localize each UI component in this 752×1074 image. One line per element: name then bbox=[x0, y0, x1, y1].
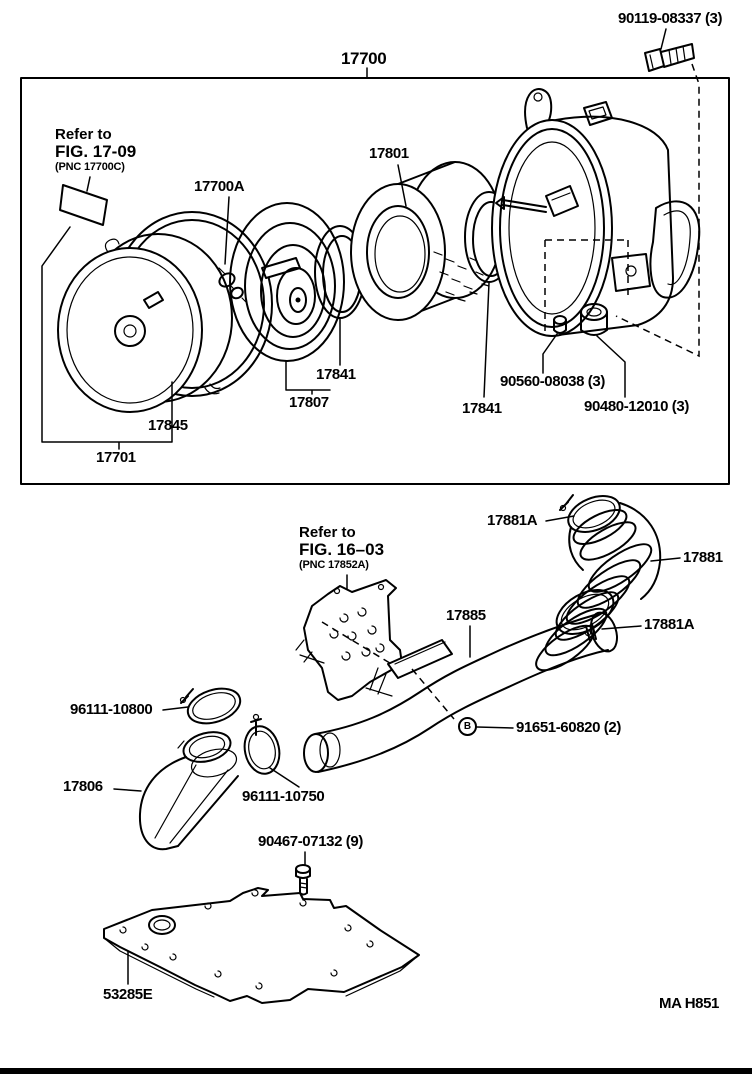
label-91651-60820: 91651-60820 (2) bbox=[516, 719, 621, 736]
label-96111-10800: 96111-10800 bbox=[70, 701, 153, 718]
label-17845: 17845 bbox=[148, 417, 188, 434]
spacer-collar-drawing bbox=[542, 239, 629, 398]
label-96111-10750: 96111-10750 bbox=[242, 788, 325, 805]
label-17807: 17807 bbox=[289, 394, 329, 411]
label-17701: 17701 bbox=[96, 449, 136, 466]
label-17881A-lower: 17881A bbox=[644, 616, 695, 633]
label-17841-left: 17841 bbox=[316, 366, 356, 383]
refer-line-2: FIG. 16–03 bbox=[299, 540, 385, 560]
label-17881: 17881 bbox=[683, 549, 723, 566]
refer-line-2: FIG. 17-09 bbox=[55, 142, 137, 162]
mount-bracket-drawing bbox=[295, 574, 403, 701]
label-17806: 17806 bbox=[63, 778, 103, 795]
cover-plate-53285E-drawing bbox=[103, 851, 420, 1004]
air-hose-17881-drawing bbox=[535, 494, 681, 672]
refer-tag-drawing bbox=[41, 176, 173, 450]
label-17885: 17885 bbox=[446, 607, 486, 624]
label-90480-12010: 90480-12010 (3) bbox=[584, 398, 689, 415]
clip-17700A-drawing bbox=[218, 196, 248, 304]
label-17801: 17801 bbox=[369, 145, 409, 162]
label-17881A-upper: 17881A bbox=[487, 512, 538, 529]
figure-code: MA H851 bbox=[659, 995, 719, 1012]
refer-line-1: Refer to bbox=[299, 524, 356, 541]
circled-b-marker: B bbox=[458, 717, 477, 736]
label-90560-08038: 90560-08038 (3) bbox=[500, 373, 605, 390]
refer-note-fig-16-03: Refer to FIG. 16–03 (PNC 17852A) bbox=[299, 524, 384, 571]
refer-note-fig-17-09: Refer to FIG. 17-09 (PNC 17700C) bbox=[55, 126, 136, 173]
label-17700A: 17700A bbox=[194, 178, 245, 195]
label-53285E: 53285E bbox=[103, 986, 153, 1003]
filter-element-17801-drawing bbox=[350, 161, 503, 321]
air-inlet-17806-drawing bbox=[113, 687, 300, 851]
air-cleaner-assembly-box bbox=[20, 67, 730, 485]
label-90119-08337: 90119-08337 (3) bbox=[618, 10, 723, 27]
scan-edge-bar bbox=[0, 1068, 752, 1074]
air-cleaner-cap-drawing bbox=[57, 211, 301, 413]
refer-line-3: (PNC 17700C) bbox=[55, 161, 125, 174]
label-90467-07132: 90467-07132 (9) bbox=[258, 833, 363, 850]
refer-line-1: Refer to bbox=[55, 126, 112, 143]
label-17841-right: 17841 bbox=[462, 400, 502, 417]
air-cleaner-case-drawing bbox=[491, 88, 701, 337]
label-17700: 17700 bbox=[341, 49, 387, 68]
refer-line-3: (PNC 17852A) bbox=[299, 559, 369, 572]
